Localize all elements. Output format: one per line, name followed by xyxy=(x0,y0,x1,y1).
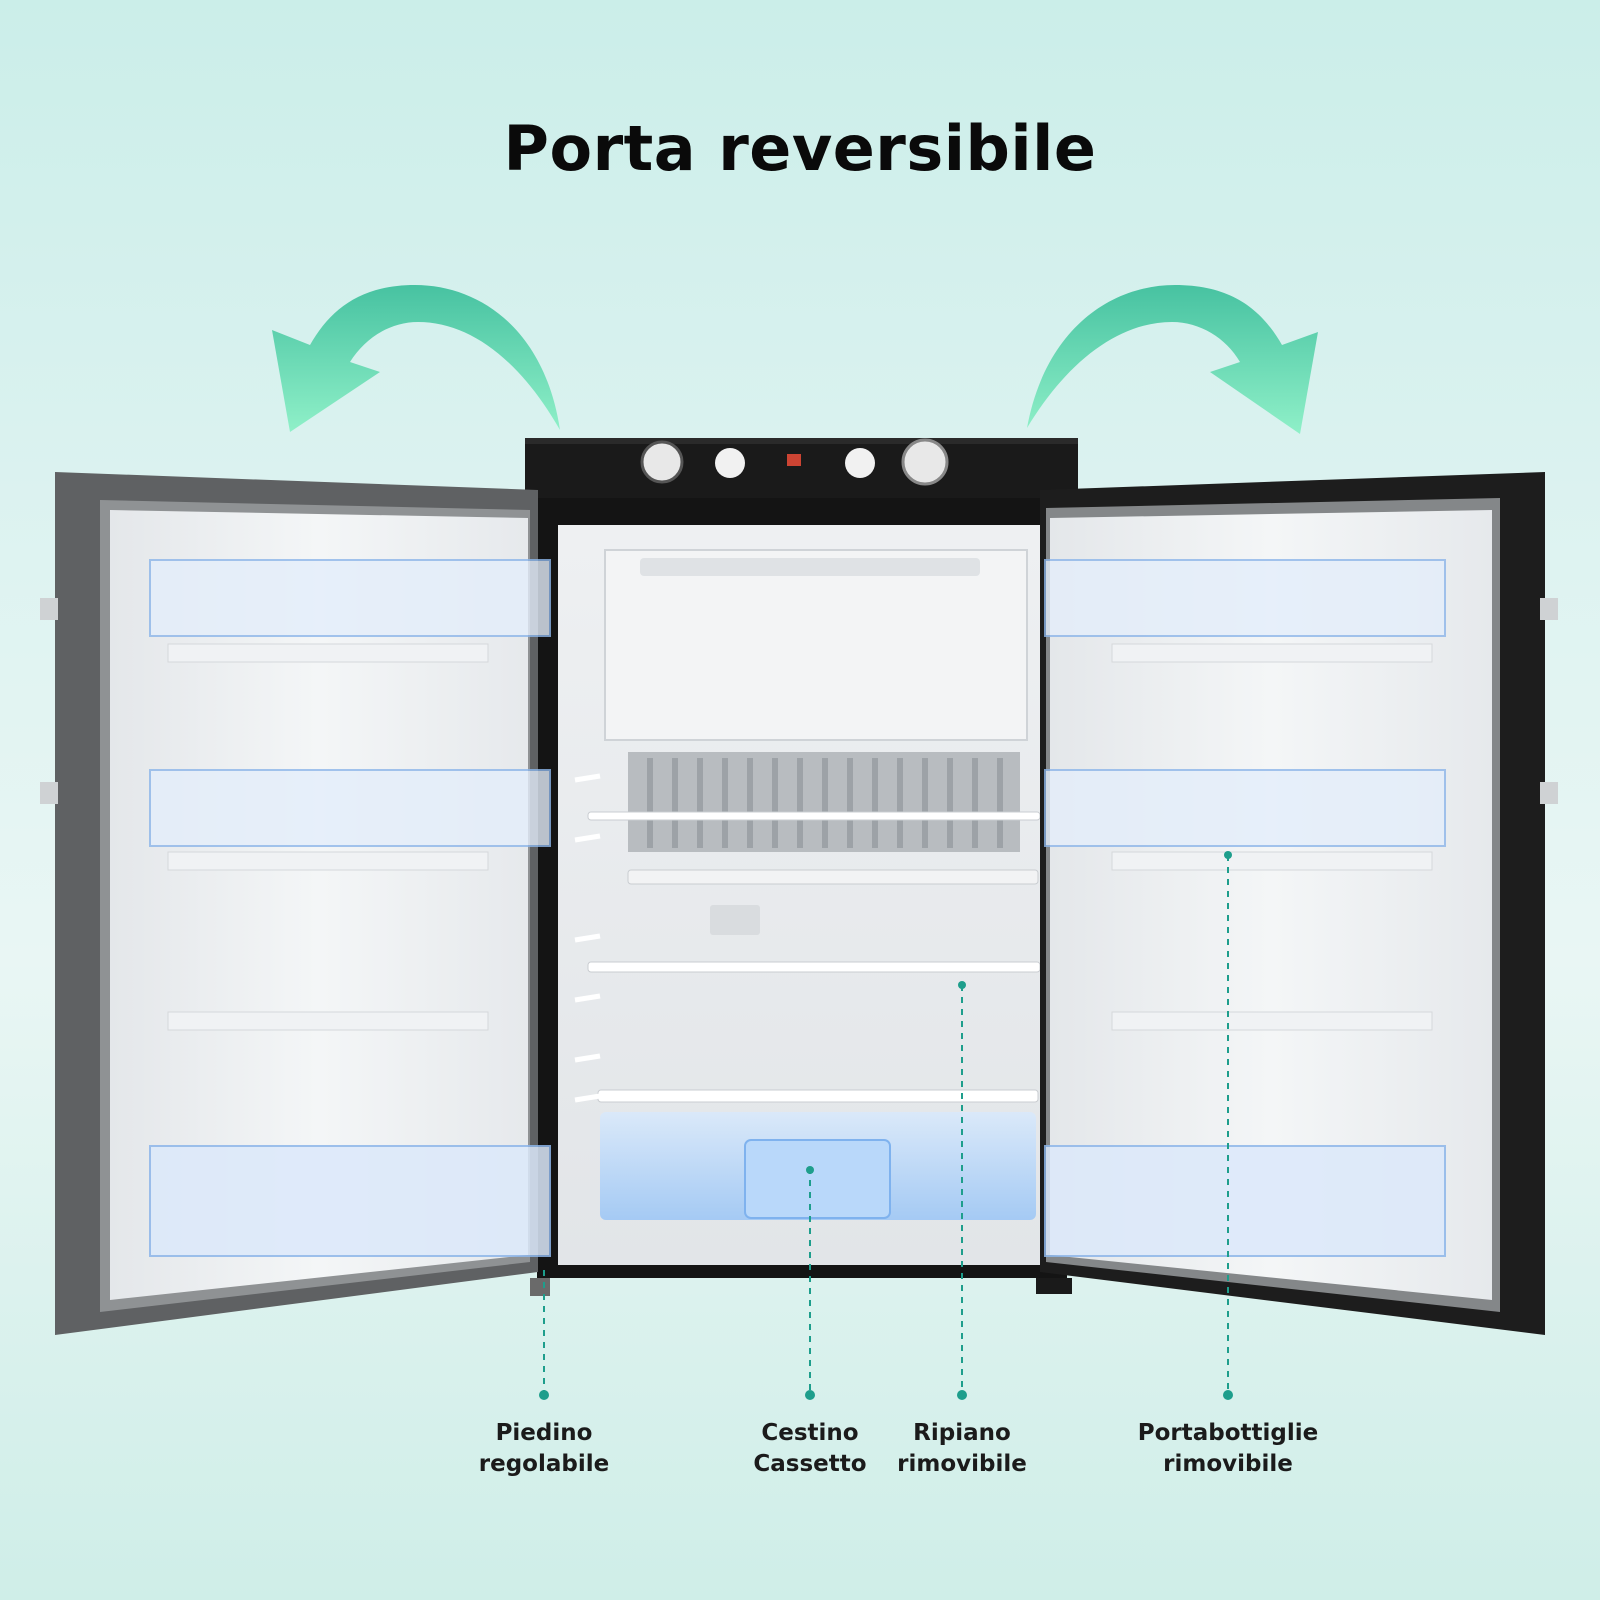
callout-label-line: Portabottiglie xyxy=(1137,1420,1319,1446)
callout-dot xyxy=(805,1390,815,1400)
wire-shelf[interactable] xyxy=(597,1089,1039,1103)
callout-dot xyxy=(958,981,966,989)
fridge-cabinet xyxy=(530,498,1072,1296)
control-panel xyxy=(525,438,1078,498)
callout-label-ripiano: Ripiano rimovibile xyxy=(842,1418,1082,1480)
thermostat-knob[interactable] xyxy=(640,440,684,484)
control-button[interactable] xyxy=(715,448,745,478)
left-door[interactable] xyxy=(40,472,551,1335)
callout-dot xyxy=(539,1390,549,1400)
rotate-left-arrow-icon xyxy=(272,285,560,432)
callout-label-line: Ripiano xyxy=(913,1420,1011,1446)
callout-label-portabottiglie: Portabottiglie rimovibile xyxy=(1108,1418,1348,1480)
door-bin[interactable] xyxy=(1044,559,1446,637)
wire-shelf[interactable] xyxy=(587,961,1041,973)
callout-label-line: Cestino xyxy=(761,1420,859,1446)
freezer-compartment xyxy=(604,549,1028,741)
door-bin[interactable] xyxy=(149,559,551,637)
callout-label-line: Piedino xyxy=(495,1420,593,1446)
callout-label-piedino: Piedino regolabile xyxy=(424,1418,664,1480)
wire-shelf[interactable] xyxy=(587,811,1041,821)
callout-dot xyxy=(957,1390,967,1400)
callout-dot xyxy=(1223,1390,1233,1400)
door-bin[interactable] xyxy=(1044,769,1446,847)
callout-label-line: rimovibile xyxy=(1163,1451,1293,1477)
callout-label-cestino: Cestino Cassetto xyxy=(690,1418,930,1480)
rotate-right-arrow-icon xyxy=(1027,285,1318,434)
callout-lines xyxy=(543,855,1229,1392)
callout-dot xyxy=(806,1166,814,1174)
control-button[interactable] xyxy=(845,448,875,478)
page-title: Porta reversibile xyxy=(503,112,1097,185)
right-door[interactable] xyxy=(1040,472,1558,1335)
gas-knob[interactable] xyxy=(901,438,949,486)
indicator-light xyxy=(787,454,801,466)
callout-label-line: Cassetto xyxy=(753,1451,867,1477)
door-bin[interactable] xyxy=(1044,1145,1446,1257)
door-bin[interactable] xyxy=(149,1145,551,1257)
callout-label-line: regolabile xyxy=(478,1451,610,1477)
callout-dot xyxy=(1224,851,1232,859)
callout-label-line: rimovibile xyxy=(897,1451,1027,1477)
door-bin[interactable] xyxy=(149,769,551,847)
